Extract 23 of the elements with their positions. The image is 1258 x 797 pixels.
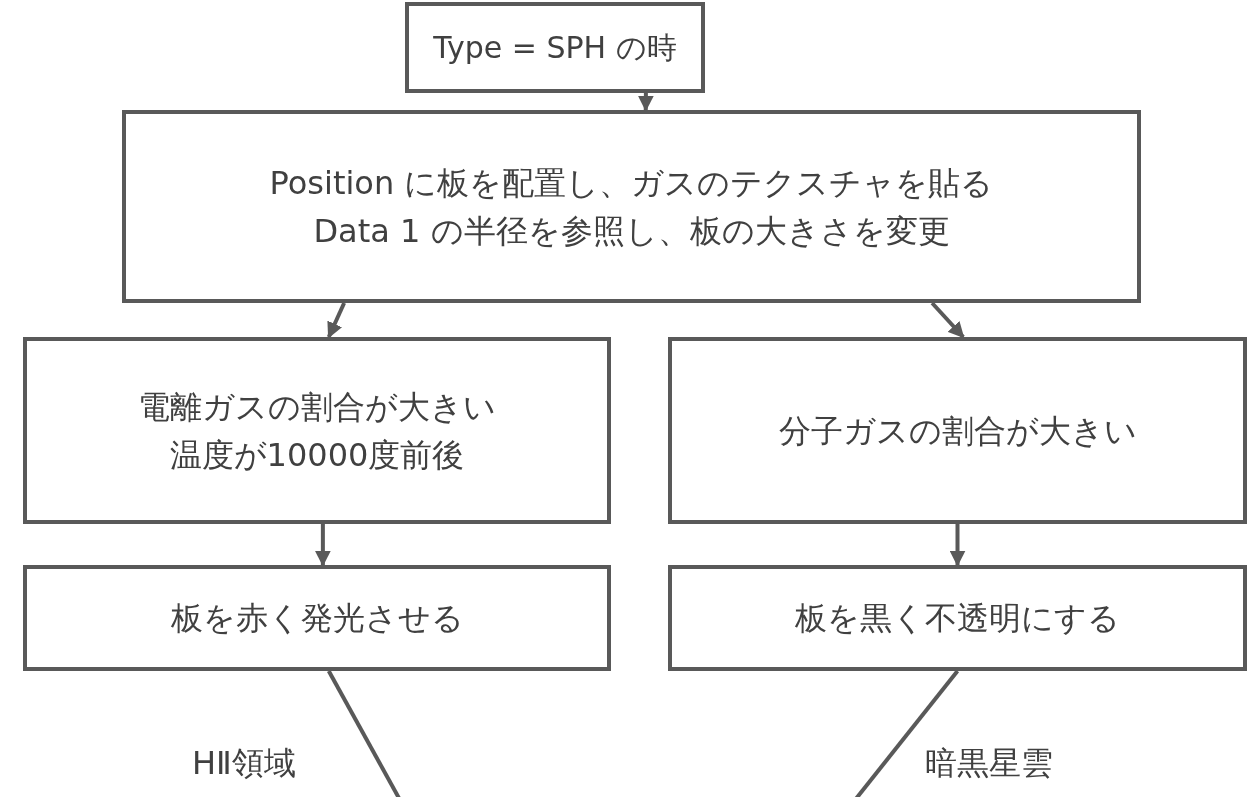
process-box bbox=[122, 110, 1141, 303]
box-text: Position に板を配置し、ガスのテクスチャを貼る bbox=[269, 162, 994, 203]
box-text: Type = SPH の時 bbox=[433, 28, 677, 67]
box-text: 分子ガスの割合が大きい bbox=[778, 410, 1137, 451]
box-text: 板を黒く不透明にする bbox=[795, 598, 1120, 638]
region-label: 暗黒星雲 bbox=[925, 743, 1053, 784]
process-box bbox=[23, 565, 611, 671]
arrow bbox=[637, 93, 654, 112]
arrow bbox=[930, 301, 965, 339]
process-box bbox=[23, 337, 611, 524]
box-text: 温度が10000度前後 bbox=[169, 434, 465, 475]
box-text: Data 1 の半径を参照し、板の大きさを変更 bbox=[313, 210, 950, 251]
arrow bbox=[949, 524, 966, 567]
connector-line bbox=[853, 669, 960, 797]
box-text: 板を赤く発光させる bbox=[170, 598, 464, 638]
process-box bbox=[405, 2, 705, 93]
box-text: 電離ガスの割合が大きい bbox=[138, 386, 496, 427]
process-box bbox=[668, 565, 1247, 671]
arrow bbox=[314, 524, 331, 567]
region-label: HⅡ領域 bbox=[192, 743, 296, 784]
connector-line bbox=[327, 670, 402, 797]
arrow bbox=[326, 302, 346, 339]
process-box bbox=[668, 337, 1247, 524]
